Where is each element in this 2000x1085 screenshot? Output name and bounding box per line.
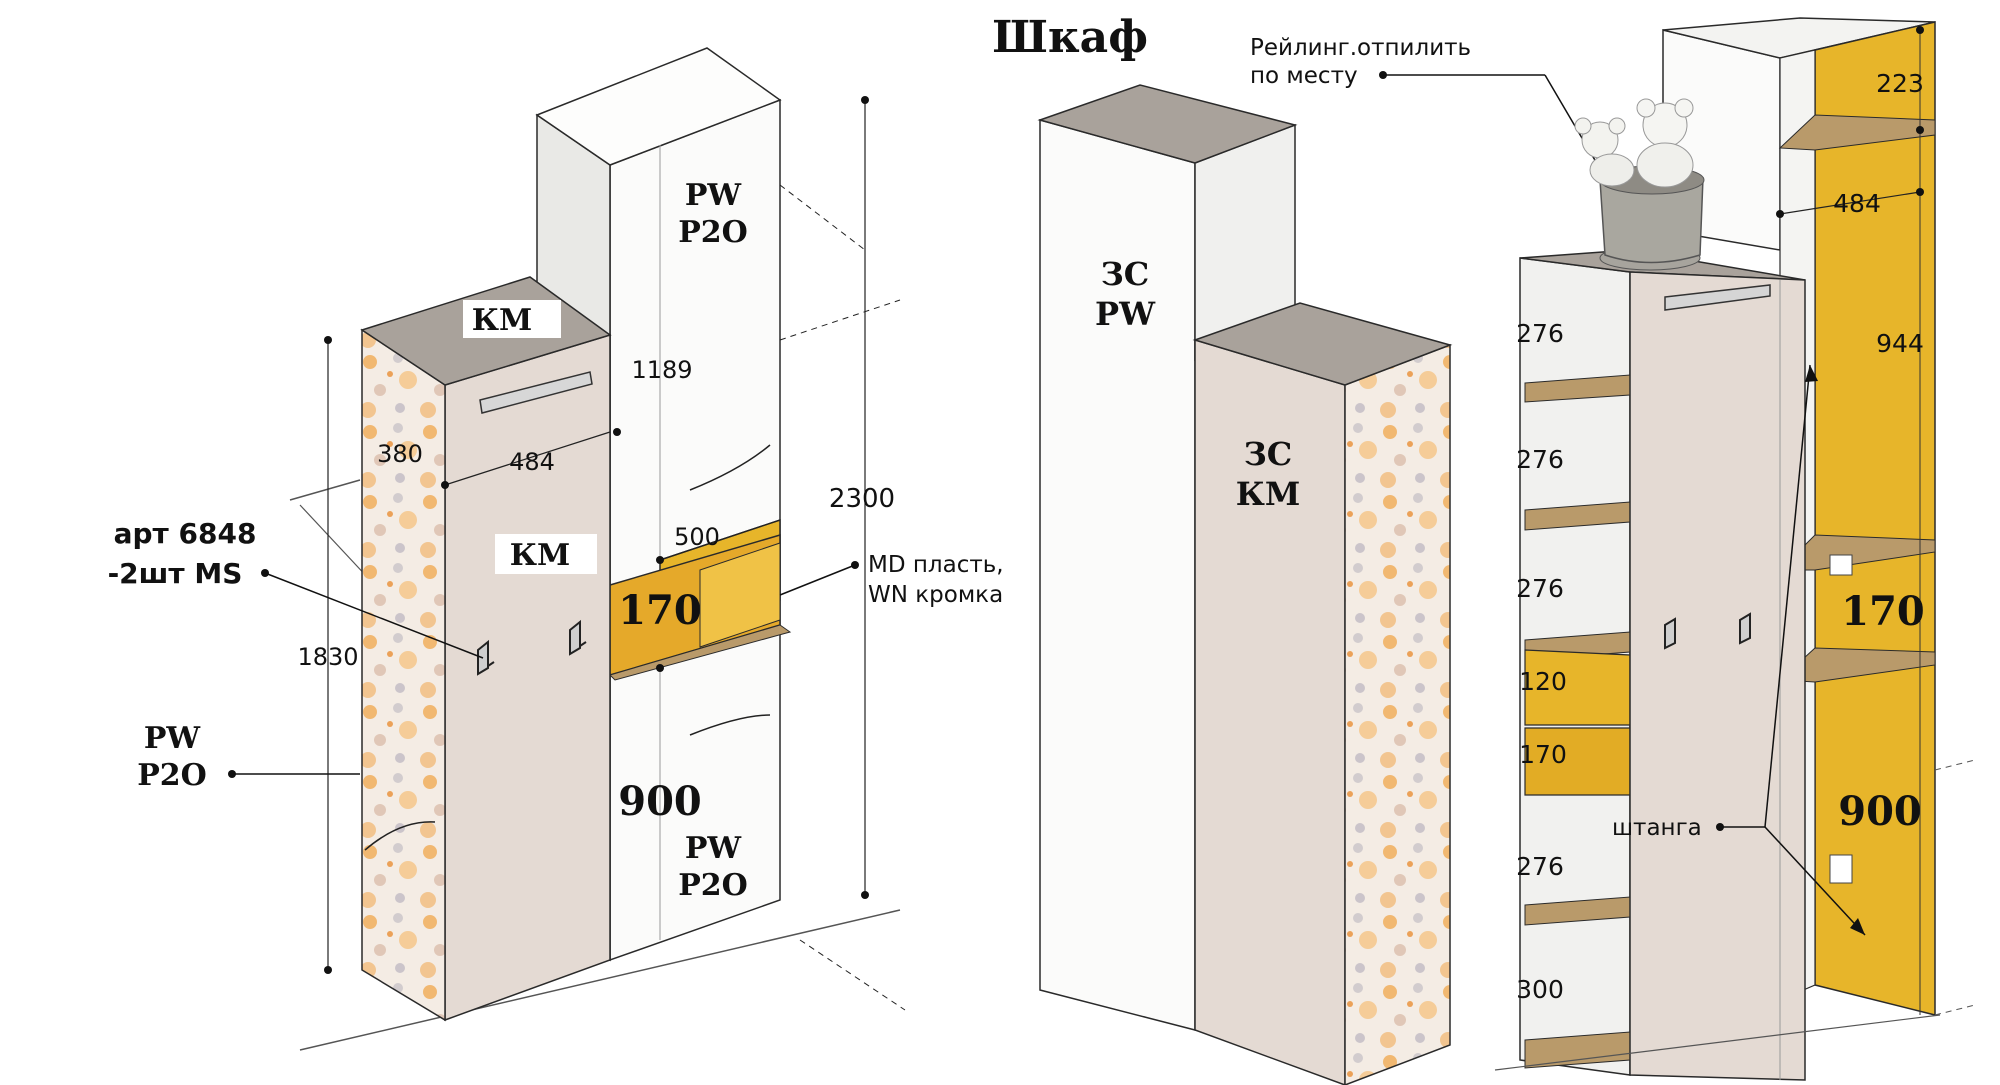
label-pw-side-2: P2O bbox=[137, 758, 207, 793]
md-line1: MD пласть, bbox=[868, 552, 1004, 578]
open-arrow-lower bbox=[689, 714, 771, 736]
rod-leader-down bbox=[1764, 826, 1866, 936]
dim-2300: 2300 bbox=[829, 484, 895, 514]
right-cabinet: 223 484 944 170 900 276 276 276 120 170 … bbox=[1494, 17, 1976, 1081]
open-arrow-upper bbox=[689, 444, 771, 491]
label-pw-bot-1: PW bbox=[685, 831, 743, 866]
front-cabinet-side bbox=[361, 328, 446, 1022]
open-arrow-side bbox=[364, 821, 436, 851]
dim-223: 223 bbox=[1876, 69, 1924, 98]
short-label-2: КМ bbox=[1236, 475, 1301, 513]
md-line2: WN кромка bbox=[868, 582, 1003, 608]
shelf-mid bbox=[1778, 534, 1936, 571]
short-cabinet-side bbox=[1344, 343, 1451, 1085]
wall-line bbox=[289, 479, 361, 501]
shelf-dim: 276 bbox=[1516, 319, 1564, 348]
md-leader bbox=[779, 564, 856, 596]
yellow-socket-2 bbox=[1829, 854, 1853, 884]
hook-1 bbox=[477, 639, 495, 676]
label-km-door: КМ bbox=[510, 538, 571, 573]
railing-line1: Рейлинг.отпилить bbox=[1250, 35, 1471, 61]
tall-white-cabinet-top bbox=[1037, 84, 1298, 164]
label-km-top: КМ bbox=[472, 303, 533, 338]
niche-shelf bbox=[609, 624, 792, 681]
shelf-dim: 170 bbox=[1519, 740, 1567, 769]
label-pw-top-2: P2O bbox=[678, 215, 748, 250]
shelf-dimensions: 276 276 276 120 170 276 300 bbox=[1516, 319, 1567, 1004]
dim-944: 944 bbox=[1876, 329, 1924, 358]
yellow-socket-1 bbox=[1829, 554, 1853, 576]
short-cabinet-top bbox=[1192, 302, 1453, 386]
floor-line bbox=[299, 909, 901, 1051]
hook-right-1 bbox=[1664, 617, 1676, 650]
art-line1: арт 6848 bbox=[114, 517, 257, 550]
label-section-900: 900 bbox=[618, 778, 702, 825]
art-line2: -2шт MS bbox=[108, 557, 243, 590]
label-niche-170: 170 bbox=[618, 587, 702, 634]
toy-basket-illustration bbox=[1574, 98, 1705, 271]
front-cabinet-door bbox=[444, 333, 611, 1022]
railing-line2: по месту bbox=[1250, 63, 1358, 89]
hook-2 bbox=[569, 619, 587, 656]
drawer-handle[interactable] bbox=[479, 371, 593, 414]
dim-1189: 1189 bbox=[631, 356, 692, 384]
tall-column-top bbox=[535, 47, 782, 166]
label-pw-bot-2: P2O bbox=[678, 868, 748, 903]
dim-line-484 bbox=[444, 431, 611, 486]
rod-label: штанга bbox=[1612, 815, 1702, 841]
hook-right-2 bbox=[1739, 612, 1751, 645]
art-leader bbox=[264, 572, 484, 659]
dim-484-right: 484 bbox=[1833, 189, 1881, 218]
shelf-top bbox=[1778, 114, 1936, 151]
yellow-170: 170 bbox=[1841, 588, 1925, 635]
shelf-dim: 276 bbox=[1516, 574, 1564, 603]
short-label-1: ЗС bbox=[1244, 435, 1293, 473]
shelf-low bbox=[1778, 647, 1936, 683]
dim-484-left: 484 bbox=[509, 448, 555, 476]
dim-500: 500 bbox=[674, 523, 720, 551]
shelf-dim: 276 bbox=[1516, 852, 1564, 881]
tall-label-2: PW bbox=[1095, 295, 1156, 333]
dim-484-right-line bbox=[1779, 191, 1921, 215]
niche-inner bbox=[699, 542, 781, 648]
yellow-900: 900 bbox=[1838, 788, 1922, 835]
dim-380: 380 bbox=[377, 440, 423, 468]
middle-cabinet: Шкаф Рейлинг.отпилить по месту ЗС PW ЗС … bbox=[992, 12, 1681, 1085]
left-cabinet: КМ КМ PW P2O PW P2O 170 900 1189 484 380 bbox=[108, 47, 1004, 1051]
dim-1830: 1830 bbox=[297, 643, 358, 671]
km-top-bg bbox=[463, 300, 561, 338]
shelf-dim: 120 bbox=[1519, 667, 1567, 696]
label-pw-top-1: PW bbox=[685, 178, 743, 213]
right-door bbox=[1629, 271, 1806, 1081]
dim-line-500 bbox=[659, 519, 781, 561]
wall-line bbox=[299, 504, 371, 581]
diagram-title: Шкаф bbox=[992, 12, 1148, 63]
label-pw-side-1: PW bbox=[144, 721, 202, 756]
shelf-dim: 276 bbox=[1516, 445, 1564, 474]
railing[interactable] bbox=[1664, 284, 1771, 311]
tall-label-1: ЗС bbox=[1101, 255, 1150, 293]
km-door-bg bbox=[495, 534, 597, 574]
shelf-dim: 300 bbox=[1516, 975, 1564, 1004]
rod-leader-up bbox=[1764, 364, 1811, 828]
